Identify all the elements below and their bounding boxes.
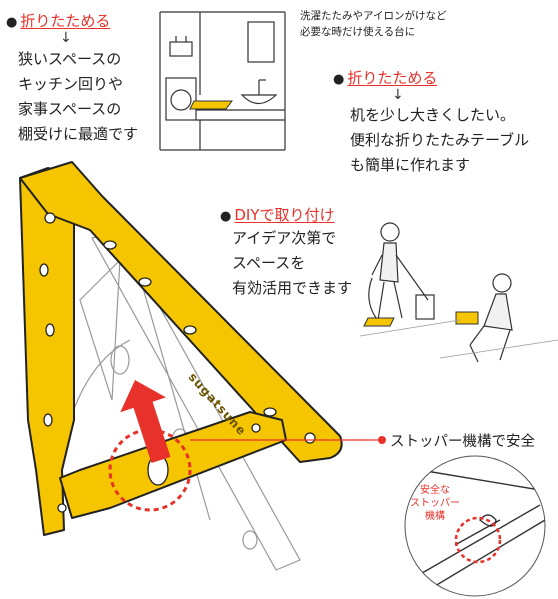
bullet-dot-icon: ● xyxy=(6,15,18,30)
down-arrow-icon: ↓ xyxy=(392,87,404,103)
person-carrying-table-illustration xyxy=(368,222,435,321)
bracket-holes xyxy=(39,212,316,513)
feature-fold-text-2: 机を少し大きくしたい。 便利な折りたたみテーブル も簡単に作れます xyxy=(350,106,530,174)
feature-diy-heading: ●DIYで取り付け xyxy=(220,206,335,224)
fold-direction-arrow xyxy=(120,380,171,464)
inset-stopper-label: 安全な ストッパー 機構 xyxy=(410,485,460,522)
person-sitting-illustration xyxy=(469,273,513,363)
stopper-leader-dot xyxy=(378,436,386,444)
laundry-table-yellow xyxy=(189,100,233,110)
laundry-room-illustration xyxy=(159,11,286,151)
feature-fold-text-1: 狭いスペースの キッチン回りや 家事スペースの 棚受けに最適です xyxy=(18,50,139,143)
laundry-caption: 洗濯たたみやアイロンがけなど 必要な時だけ使える台に xyxy=(300,10,447,38)
feature-fold-heading-1: ●折りたためる xyxy=(6,12,111,30)
carried-table-yellow xyxy=(363,317,395,327)
stopper-label: ストッパー機構で安全 xyxy=(390,434,535,450)
stopper-closeup-inset xyxy=(404,455,546,597)
down-arrow-icon: ↓ xyxy=(60,30,72,46)
bullet-dot-icon: ● xyxy=(220,209,232,224)
sitting-table-yellow xyxy=(455,311,479,325)
feature-diy-text: アイデア次第で スペースを 有効活用できます xyxy=(232,229,353,297)
feature-fold-heading-2: ●折りたためる xyxy=(333,69,438,87)
stopper-highlight-circle xyxy=(108,428,192,512)
floor-lines xyxy=(359,319,558,359)
bullet-dot-icon: ● xyxy=(333,72,345,87)
